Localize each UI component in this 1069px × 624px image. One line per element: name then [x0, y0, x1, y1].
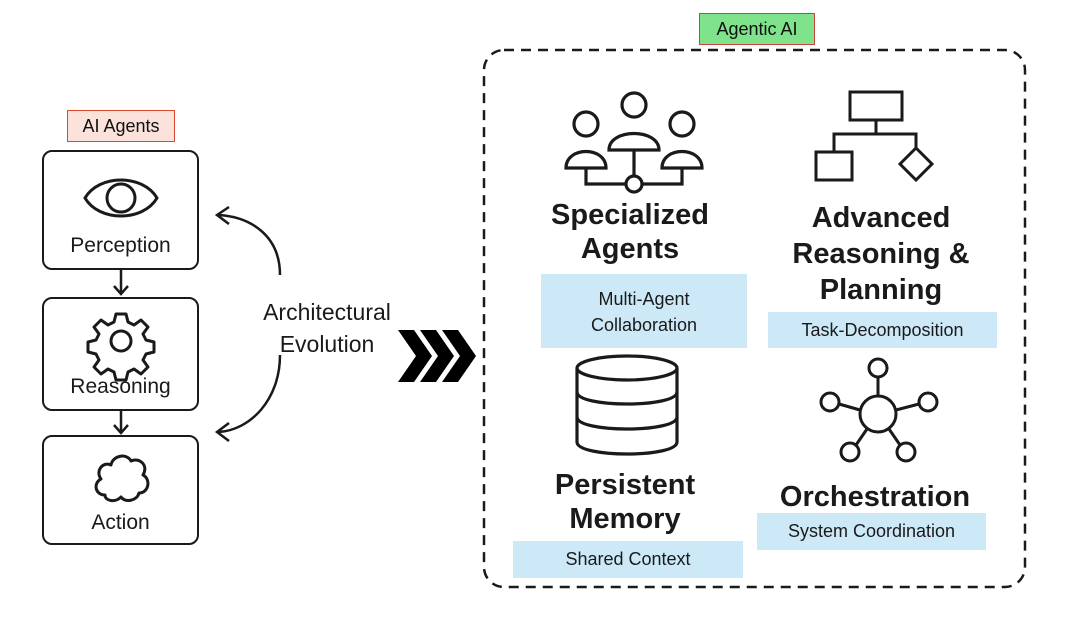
cloud-icon	[94, 454, 149, 503]
evolution-line-1: Architectural	[263, 299, 391, 325]
feedback-arrow-top	[214, 205, 282, 276]
agentic-ai-dashed-frame	[482, 48, 1027, 589]
feature-title-orchestration: Orchestration	[779, 481, 971, 513]
stage-label-perception: Perception	[70, 234, 171, 257]
people-network-icon	[564, 91, 704, 194]
stage-perception: Perception	[42, 150, 199, 270]
architectural-evolution-label: Architectural Evolution	[232, 296, 422, 360]
triple-chevron-right-icon	[398, 330, 476, 382]
subtitle-task-decomposition: Task-Decomposition	[768, 312, 997, 348]
stage-label-reasoning: Reasoning	[70, 375, 171, 398]
feature-title-advanced-reasoning-planning: Advanced Reasoning & Planning	[792, 202, 970, 306]
subtitle-shared-context: Shared Context	[513, 541, 743, 578]
arrow-down-2	[113, 411, 129, 435]
gear-icon	[86, 312, 155, 382]
feature-title-persistent-memory: Persistent Memory	[554, 469, 696, 535]
ai-agents-tag: AI Agents	[67, 110, 175, 142]
feature-title-specialized-agents: Specialized Agents	[551, 199, 709, 265]
agentic-ai-tag: Agentic AI	[699, 13, 815, 45]
subtitle-multi-agent-collaboration: Multi-Agent Collaboration	[541, 274, 747, 348]
stage-label-action: Action	[91, 511, 150, 534]
ai-agents-title: AI Agents	[82, 116, 160, 136]
stage-action: Action	[42, 435, 199, 545]
eye-icon	[82, 178, 159, 218]
stage-reasoning: Reasoning	[42, 297, 199, 411]
flowchart-icon	[814, 90, 935, 183]
agentic-ai-title: Agentic AI	[716, 19, 798, 39]
arrow-down-1	[113, 270, 129, 296]
evolution-line-2: Evolution	[279, 331, 375, 357]
hub-network-icon	[819, 357, 939, 463]
feedback-arrow-bottom	[214, 354, 282, 442]
subtitle-system-coordination: System Coordination	[757, 513, 986, 550]
database-icon	[575, 354, 679, 456]
